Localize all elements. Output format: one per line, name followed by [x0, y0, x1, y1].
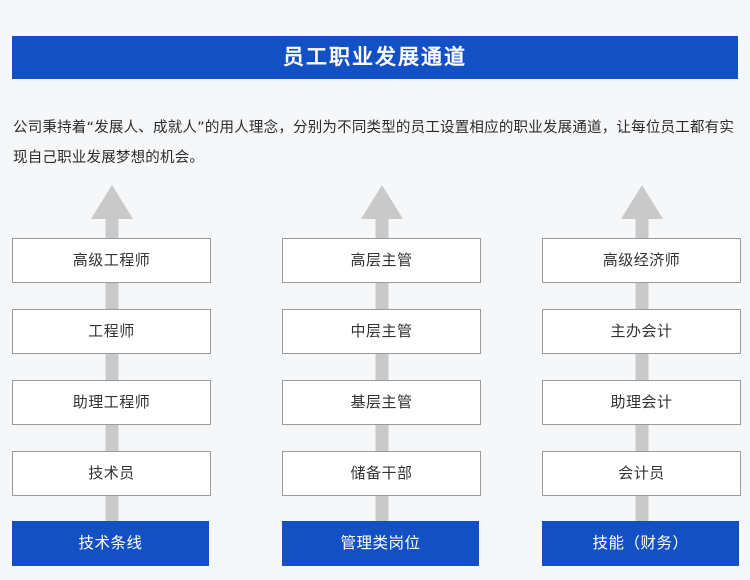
career-node[interactable]: 助理会计 [542, 380, 741, 425]
career-node[interactable]: 助理工程师 [12, 380, 211, 425]
career-node-label: 主办会计 [610, 322, 673, 340]
career-track-label: 管理类岗位 [340, 533, 421, 552]
career-track-label: 技术条线 [78, 533, 143, 552]
career-node-label: 工程师 [88, 322, 135, 340]
career-node[interactable]: 主办会计 [542, 309, 741, 354]
career-column-finance: 高级经济师 主办会计 助理会计 会计员 技能（财务） [542, 0, 741, 580]
career-node-label: 中层主管 [350, 322, 413, 340]
career-node-label: 储备干部 [350, 464, 413, 482]
arrow-head-icon [90, 185, 133, 219]
career-node-label: 会计员 [618, 464, 665, 482]
career-node[interactable]: 工程师 [12, 309, 211, 354]
career-node-label: 基层主管 [350, 393, 413, 411]
intro-paragraph: 公司秉持着“发展人、成就人”的用人理念，分别为不同类型的员工设置相应的职业发展通… [13, 119, 735, 166]
career-node-label: 高级工程师 [72, 251, 151, 269]
career-track-footer[interactable]: 管理类岗位 [282, 521, 479, 566]
career-node-label: 助理会计 [610, 393, 673, 411]
career-node[interactable]: 中层主管 [282, 309, 481, 354]
career-track-label: 技能（财务） [592, 533, 689, 552]
career-node[interactable]: 高层主管 [282, 238, 481, 283]
page-title: 员工职业发展通道 [283, 45, 467, 69]
career-column-management: 高层主管 中层主管 基层主管 储备干部 管理类岗位 [282, 0, 481, 580]
page-title-banner: 员工职业发展通道 [12, 36, 738, 79]
career-node[interactable]: 基层主管 [282, 380, 481, 425]
arrow-head-icon [360, 185, 403, 219]
career-node[interactable]: 技术员 [12, 451, 211, 496]
career-node[interactable]: 会计员 [542, 451, 741, 496]
arrow-head-icon [620, 185, 663, 219]
career-column-technical: 高级工程师 工程师 助理工程师 技术员 技术条线 [12, 0, 211, 580]
career-node[interactable]: 高级经济师 [542, 238, 741, 283]
career-node-label: 高级经济师 [602, 251, 681, 269]
career-node[interactable]: 储备干部 [282, 451, 481, 496]
career-node[interactable]: 高级工程师 [12, 238, 211, 283]
career-node-label: 高层主管 [350, 251, 413, 269]
career-track-footer[interactable]: 技能（财务） [542, 521, 739, 566]
career-node-label: 助理工程师 [72, 393, 151, 411]
career-node-label: 技术员 [88, 464, 135, 482]
career-track-footer[interactable]: 技术条线 [12, 521, 209, 566]
